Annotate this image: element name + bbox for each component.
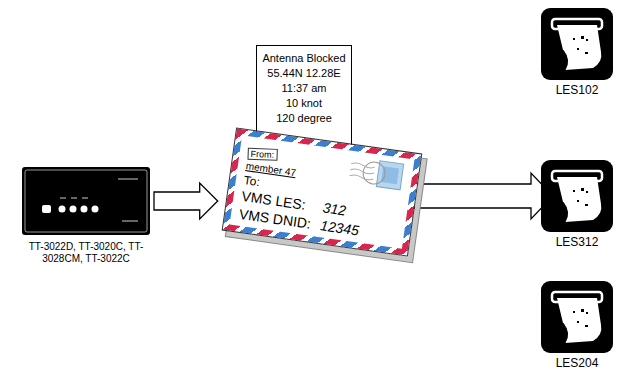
field-value: 12345 [319, 216, 360, 239]
message-line: 11:37 am [260, 81, 348, 96]
block-arrow [410, 173, 553, 219]
block-arrow [154, 183, 218, 219]
device-label: TT-3022D, TT-3020C, TT-3028CM, TT-3022C [27, 241, 145, 265]
message-line: Antenna Blocked [260, 51, 348, 66]
terminal-box [22, 167, 150, 235]
envelope-address: From:member 47To:VMS LES:312VMS DNID:123… [230, 135, 414, 245]
airmail-envelope: From:member 47To:VMS LES:312VMS DNID:123… [222, 127, 423, 256]
printer-icon [541, 281, 613, 353]
printer-box [541, 8, 613, 80]
printer-icon [541, 160, 613, 232]
printer-box [541, 160, 613, 232]
les-printer: LES204 [541, 281, 613, 370]
printer-icon [541, 8, 613, 80]
printer-box [541, 281, 613, 353]
dnid-row: VMS DNID:12345 [238, 205, 405, 246]
station-label: LES204 [541, 356, 613, 370]
envelope-face: From:member 47To:VMS LES:312VMS DNID:123… [230, 135, 415, 248]
field-value: 312 [322, 198, 348, 219]
message-line: 55.44N 12.28E [260, 66, 348, 81]
from-line: From: [247, 141, 414, 182]
stamp-illustration [346, 154, 410, 196]
message-line: 10 knot [260, 96, 348, 111]
message-line: 120 degree [260, 111, 348, 126]
terminal-illustration [22, 167, 150, 235]
station-label: LES102 [541, 83, 613, 97]
les-printer: LES102 [541, 8, 613, 97]
from-label: From: [247, 148, 277, 161]
terminal-device: TT-3022D, TT-3020C, TT-3028CM, TT-3022C [22, 167, 150, 265]
les-printer: LES312 [541, 160, 613, 249]
sender-name: member 47 [245, 160, 411, 194]
station-label: LES312 [541, 235, 613, 249]
